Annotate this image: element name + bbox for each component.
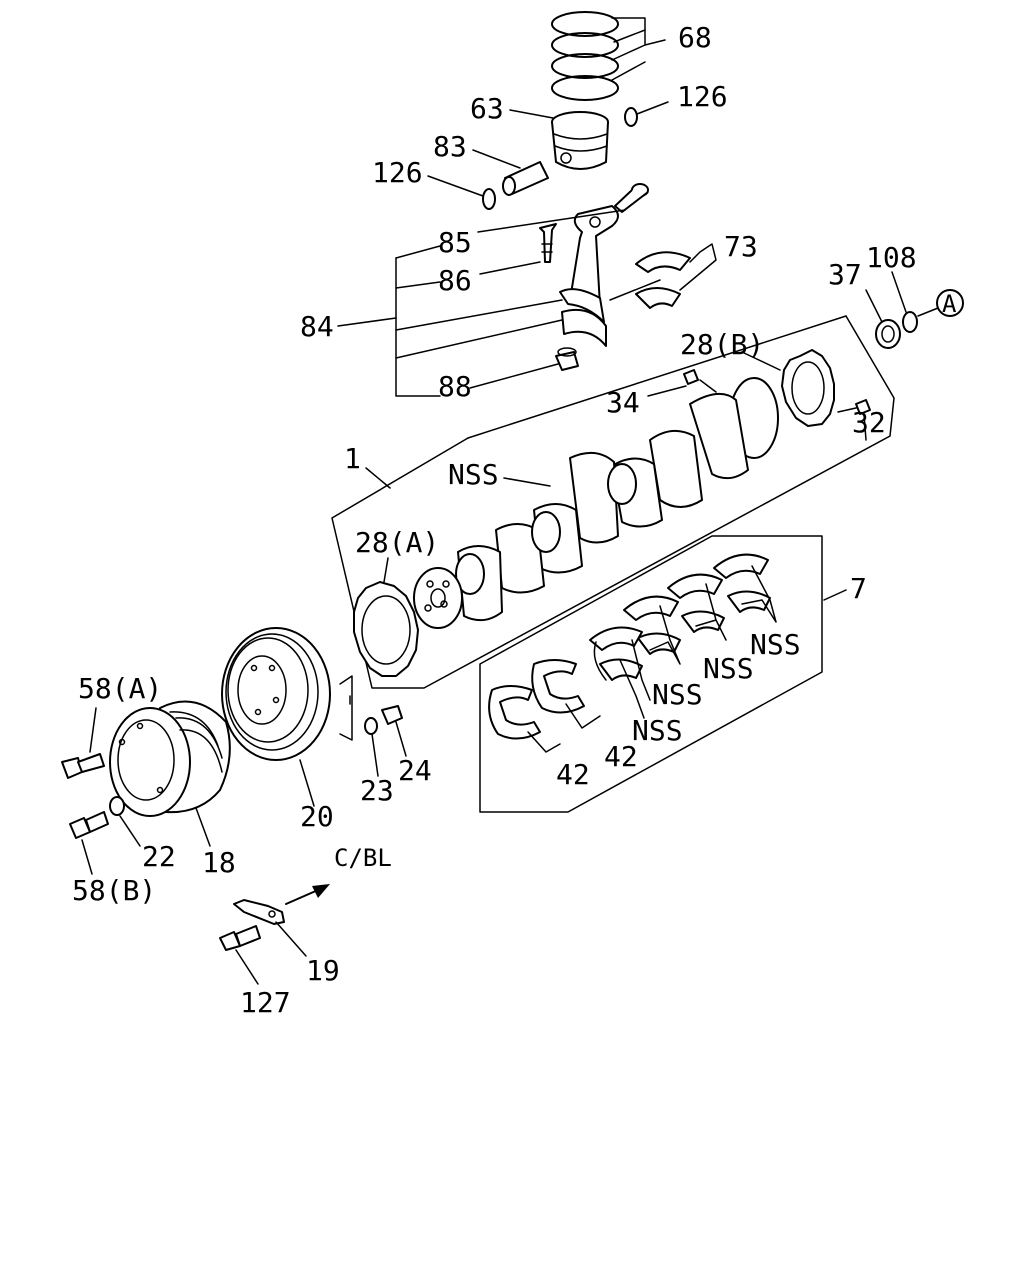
label-ref-a: A [942,290,957,318]
label-63: 63 [470,92,504,125]
crank-gear-b [741,349,835,427]
cylinder-block-arrow [285,884,330,905]
connecting-rod [539,183,649,371]
label-68: 68 [678,21,712,54]
label-28a: 28(A) [355,526,439,559]
label-7: 7 [850,572,867,605]
label-24: 24 [398,754,432,787]
label-nss-crankshaft: NSS [448,458,499,491]
circlip-top [624,101,669,127]
snap-ring [891,271,918,333]
label-85: 85 [438,226,472,259]
label-37: 37 [828,258,862,291]
reference-a-marker [917,289,964,317]
circlip-left [427,175,496,210]
label-19: 19 [306,954,340,987]
label-58b: 58(B) [72,874,156,907]
label-86: 86 [438,264,472,297]
label-22: 22 [142,840,176,873]
label-58a: 58(A) [78,672,162,705]
dowel-pin [837,399,871,441]
thrust-washers [488,659,601,753]
conrod-bearings [609,243,717,309]
label-20: 20 [300,800,334,833]
crankshaft [413,377,779,629]
washer-22 [109,796,141,847]
label-32: 32 [852,406,886,439]
piston [509,109,609,170]
crank-gear-a [353,557,419,677]
label-42-left: 42 [556,758,590,791]
label-108: 108 [866,241,917,274]
label-126-left: 126 [372,156,423,189]
label-23: 23 [360,774,394,807]
bracket-bolt [219,925,261,985]
label-88: 88 [438,370,472,403]
piston-rings [551,11,666,101]
bracket [233,899,307,957]
label-84: 84 [300,310,334,343]
label-cbl: C/BL [334,844,392,872]
woodruff-key [647,369,717,397]
main-bearings [589,553,777,719]
pulley-bolt [339,675,407,777]
pilot-bearing [865,289,901,349]
pulley-bolt-b [69,811,109,875]
label-1: 1 [344,442,361,475]
crankshaft-box [331,315,895,689]
damper-pulley [221,627,331,807]
label-nss-1: NSS [750,628,801,661]
crank-pulley [109,700,231,847]
main-bearing-box [479,535,847,813]
label-127: 127 [240,986,291,1019]
conrod-callouts [337,209,626,397]
piston-pin [472,149,549,196]
label-73: 73 [724,230,758,263]
label-34: 34 [606,386,640,419]
label-nss-3: NSS [652,678,703,711]
label-nss-4: NSS [632,714,683,747]
label-28b: 28(B) [680,328,764,361]
label-126-top: 126 [677,80,728,113]
label-83: 83 [433,130,467,163]
label-42-right: 42 [604,740,638,773]
label-nss-2: NSS [703,652,754,685]
label-18: 18 [202,846,236,879]
pulley-bolt-a [61,707,105,779]
